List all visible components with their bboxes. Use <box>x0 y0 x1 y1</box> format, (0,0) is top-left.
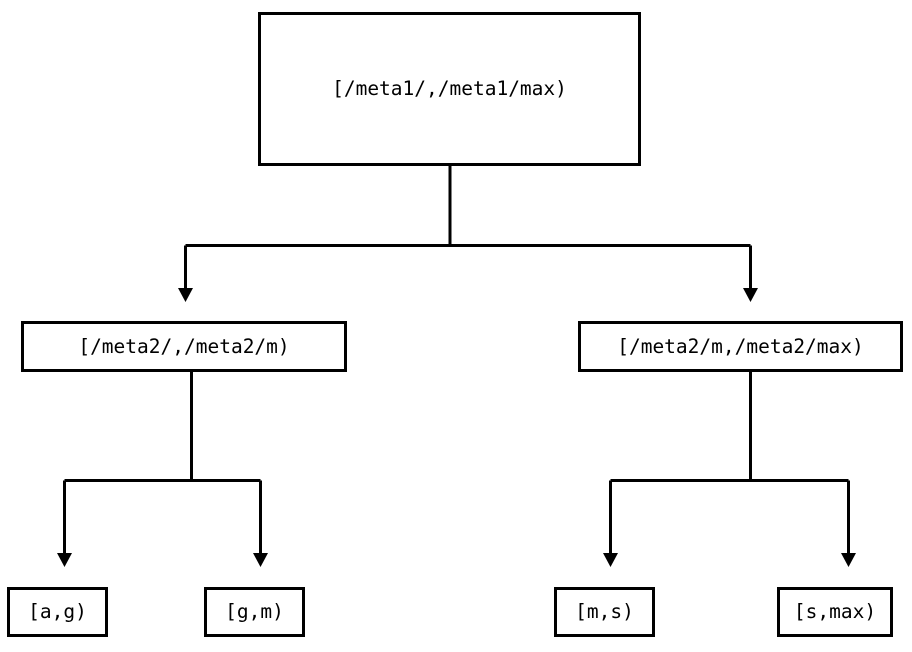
edge-root-to-mid-left <box>178 166 751 302</box>
tree-node-mid-right[interactable]: [/meta2/m,/meta2/max) <box>578 321 903 372</box>
tree-node-label: [/meta1/,/meta1/max) <box>332 77 567 101</box>
tree-node-mid-left[interactable]: [/meta2/,/meta2/m) <box>21 321 347 372</box>
tree-node-leaf-2[interactable]: [g,m) <box>204 587 305 637</box>
edge-root-to-mid-right <box>743 245 758 302</box>
tree-node-label: [a,g) <box>28 600 87 624</box>
tree-node-label: [s,max) <box>793 600 877 624</box>
edge-mid-right-to-leaves <box>603 372 856 567</box>
tree-node-label: [m,s) <box>575 600 634 624</box>
tree-node-leaf-3[interactable]: [m,s) <box>554 587 655 637</box>
arrowhead-icon <box>253 553 268 567</box>
edge-mid-left-to-leaves <box>57 372 268 567</box>
arrowhead-icon <box>178 288 193 302</box>
arrowhead-icon <box>743 288 758 302</box>
tree-node-label: [/meta2/,/meta2/m) <box>78 334 290 358</box>
tree-node-root[interactable]: [/meta1/,/meta1/max) <box>258 12 641 166</box>
tree-node-leaf-4[interactable]: [s,max) <box>777 587 893 637</box>
tree-node-leaf-1[interactable]: [a,g) <box>7 587 108 637</box>
tree-node-label: [g,m) <box>225 600 284 624</box>
arrowhead-icon <box>841 553 856 567</box>
arrowhead-icon <box>603 553 618 567</box>
tree-node-label: [/meta2/m,/meta2/max) <box>617 334 864 358</box>
arrowhead-icon <box>57 553 72 567</box>
